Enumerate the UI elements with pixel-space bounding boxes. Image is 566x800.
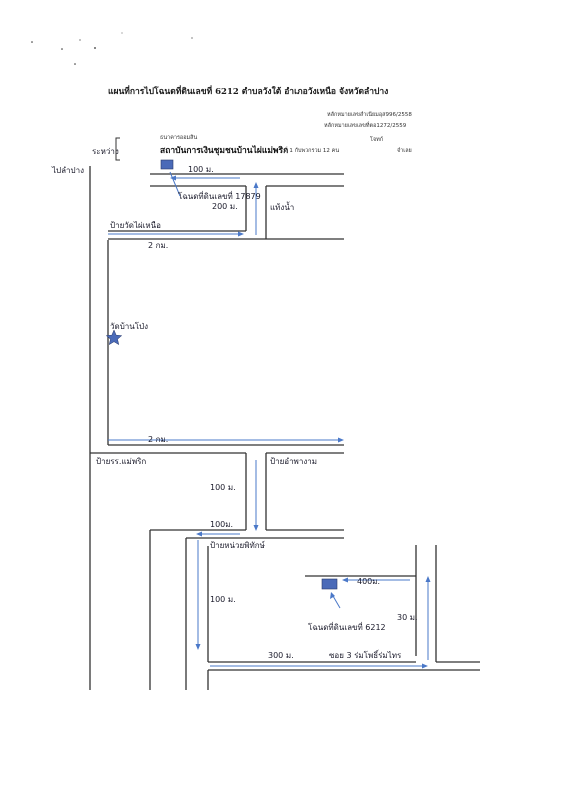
organization-name: สถาบันการเงินชุมชนบ้านไผ่แม่พริก [160, 146, 289, 156]
route-arrows [108, 171, 431, 669]
deed-17879-label: โฉนดที่ดินเลขที่ 17879 [178, 192, 261, 201]
plaintiff-label: โจทก์ [370, 137, 384, 143]
to-lampang-label: ไปลำปาง [52, 166, 84, 175]
distance-2km-b: 2 กม. [148, 435, 169, 444]
deed-17879-marker [160, 159, 174, 170]
distance-100m-mid2: 100ม. [210, 520, 234, 529]
water-tank-label: แท้งน้ำ [270, 203, 295, 212]
defendant-label: จำเลย [397, 148, 412, 154]
distance-100m-mid: 100 ม. [210, 483, 236, 492]
distance-2km-a: 2 กม. [148, 241, 169, 250]
distance-100m-left: 100 ม. [210, 595, 236, 604]
distance-400m: 400ม. [357, 577, 381, 586]
sign-wat-phai-nuea: ป้ายวัดไผ่เหนือ [110, 221, 161, 230]
distance-30m: 30 ม. [397, 613, 418, 622]
temple-ban-pong-label: วัดบ้านโป่ง [110, 322, 149, 331]
star-icon [105, 329, 123, 346]
distance-200m: 200 ม. [212, 202, 238, 211]
page-title: แผนที่การไปโฉนดที่ดินเลขที่ 6212 ตำบลวัง… [108, 87, 389, 97]
case-ref-1: หลักหมายเลขสำเนียมอุส996/2558 [327, 112, 412, 118]
deed-6212-label: โฉนดที่ดินเลขที่ 6212 [308, 623, 386, 632]
sign-school-label: ป้ายรร.แม่พริก [96, 457, 147, 466]
deed-6212-marker [321, 578, 338, 590]
distance-300m: 300 ม. [268, 651, 294, 660]
sign-sala-label: ป้ายอำพางาม [270, 457, 317, 466]
sign-health-label: ป้ายหน่วยพิทักษ์ [210, 541, 265, 550]
between-label: ระหว่าง [92, 147, 119, 156]
bank-label: ธนาคารออมสิน [160, 135, 198, 141]
case-ref-2: หลักหมายเลขเลขที่ตอ1272/2559 [324, 123, 407, 129]
organization-detail: ที่ 1 กับพวกรวม 12 คน [284, 148, 340, 154]
scan-specks [31, 32, 193, 65]
soi-3-label: ซอย 3 ร่มโพธิ์ร่มไทร [329, 651, 402, 660]
distance-100m-top: 100 ม. [188, 165, 214, 174]
